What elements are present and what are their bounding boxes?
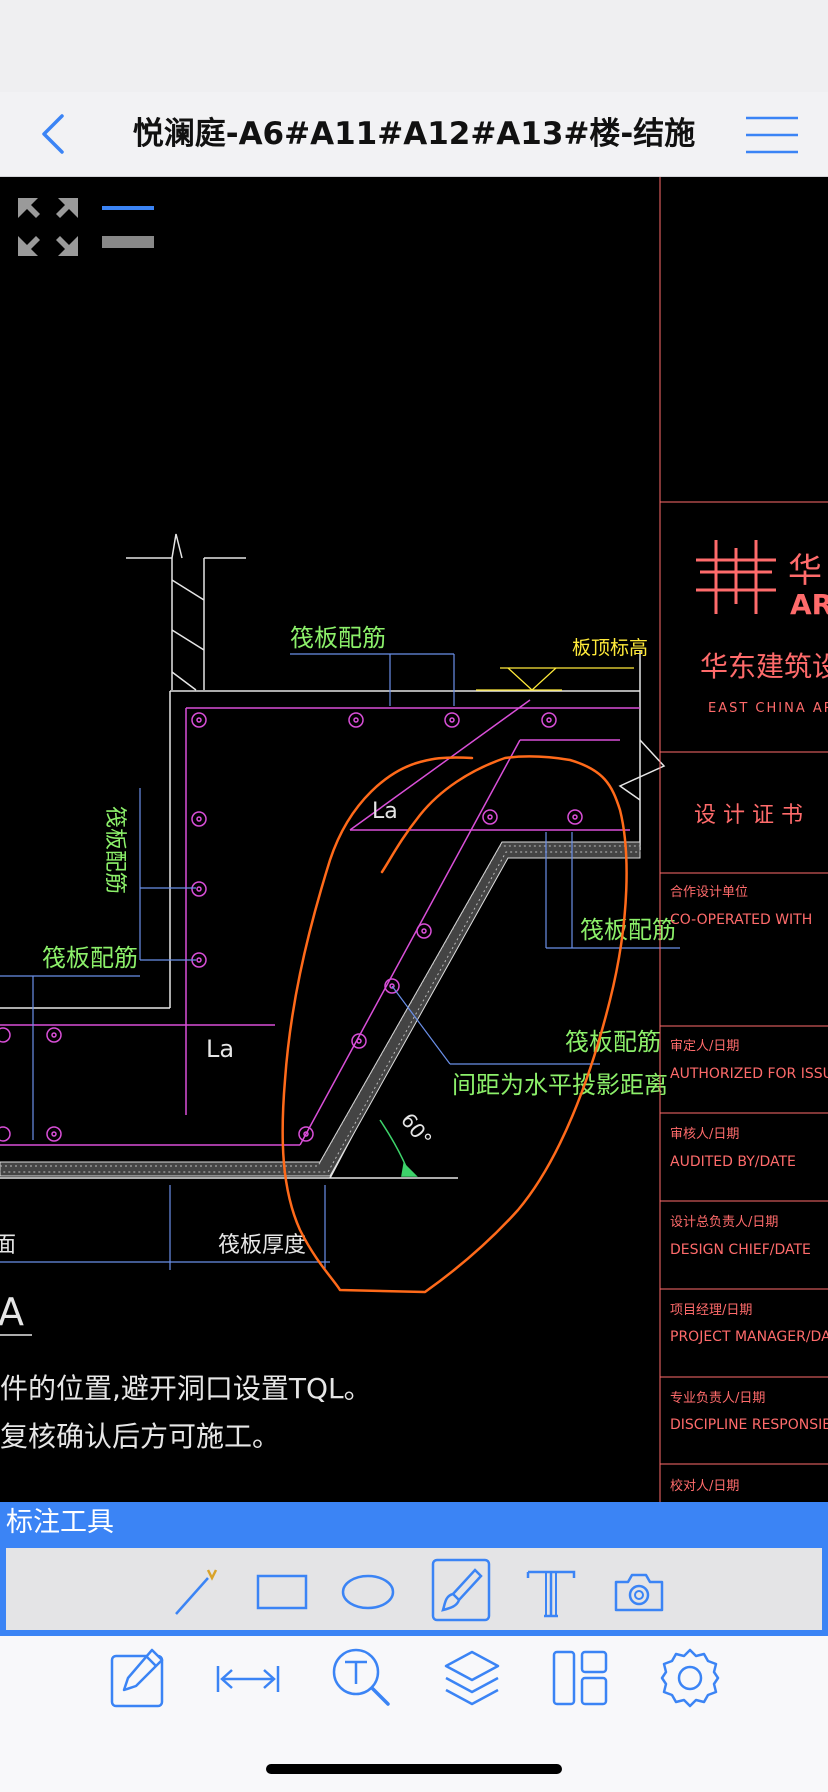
label-spacing-note: 间距为水平投影距离: [452, 1071, 668, 1099]
design-certificate: 设 计 证 书: [694, 803, 803, 828]
label-angle: 60°: [396, 1108, 437, 1151]
layers-icon[interactable]: [440, 1646, 504, 1710]
logo-letters: AR: [790, 588, 828, 621]
settings-gear-icon[interactable]: [658, 1646, 722, 1710]
logo-char: 华: [788, 551, 822, 591]
rebar-lines: [0, 699, 640, 1146]
fullscreen-icon[interactable]: [18, 198, 78, 256]
annotation-panel-title: 标注工具: [6, 1507, 114, 1538]
label-la-lower: La: [206, 1035, 234, 1063]
company-logo: [696, 540, 776, 614]
row-en-discipline: DISCIPLINE RESPONSIBLE BY/: [670, 1417, 828, 1433]
row-en-project-manager: PROJECT MANAGER/DATE: [670, 1329, 828, 1345]
elevation-mark: [476, 667, 634, 691]
company-name-en: EAST CHINA ARCHI: [708, 701, 828, 716]
back-chevron-icon[interactable]: [30, 110, 78, 158]
cad-labels: 筏板配筋 板顶标高 La 筏板配筋 筏板配筋 筏板配筋 筏板配筋 La 间距为水…: [0, 624, 676, 1453]
home-indicator[interactable]: [266, 1764, 562, 1774]
annotation-tool-panel: [0, 1544, 828, 1636]
row-cn-project-manager: 项目经理/日期: [670, 1303, 752, 1318]
row-en-design-chief: DESIGN CHIEF/DATE: [670, 1242, 811, 1258]
label-raft-rebar-left: 筏板配筋: [42, 944, 138, 972]
text-tool-icon[interactable]: [522, 1562, 580, 1620]
layer-toggle-icon[interactable]: [102, 206, 154, 248]
page-title: 悦澜庭-A6#A11#A12#A13#楼-结施: [132, 116, 696, 152]
annotation-panel-header: 标注工具: [0, 1502, 828, 1544]
row-cn-discipline: 专业负责人/日期: [670, 1391, 765, 1406]
row-en-cooperated: CO-OPERATED WITH: [670, 912, 812, 928]
cad-drawing-canvas[interactable]: 筏板配筋 板顶标高 La 筏板配筋 筏板配筋 筏板配筋 筏板配筋 La 间距为水…: [0, 177, 828, 1502]
text-search-icon[interactable]: [330, 1646, 394, 1710]
camera-icon[interactable]: [610, 1562, 668, 1620]
title-block: [659, 177, 828, 1502]
note-line-2: 复核确认后方可施工。: [0, 1420, 280, 1453]
label-la-upper: La: [372, 799, 398, 824]
company-name-cn: 华东建筑设计: [700, 650, 828, 683]
label-raft-rebar-right-lower: 筏板配筋: [565, 1028, 661, 1056]
label-raft-thickness: 筏板厚度: [218, 1233, 306, 1258]
edit-icon[interactable]: [106, 1646, 170, 1710]
brush-tool-icon[interactable]: [431, 1558, 491, 1622]
title-block-text: 华 AR 华东建筑设计 EAST CHINA ARCHI 设 计 证 书 合作设…: [670, 551, 828, 1494]
angle-mark: [379, 1119, 418, 1177]
annotation-tool-row: [6, 1548, 822, 1630]
row-en-audited: AUDITED BY/DATE: [670, 1154, 796, 1170]
menu-icon[interactable]: [744, 112, 800, 158]
label-raft-rebar-right-upper: 筏板配筋: [580, 916, 676, 944]
label-face-fragment: 面: [0, 1233, 16, 1258]
note-line-1: 件的位置,避开洞口设置TQL。: [0, 1372, 372, 1405]
label-slab-top-elev: 板顶标高: [572, 637, 648, 659]
navigation-bar: 悦澜庭-A6#A11#A12#A13#楼-结施: [0, 92, 828, 177]
leader-lines: [0, 653, 680, 1270]
concrete-blinding: [0, 841, 641, 1177]
row-cn-cooperated: 合作设计单位: [670, 885, 748, 900]
freehand-markup[interactable]: [281, 755, 628, 1294]
row-cn-design-chief: 设计总负责人/日期: [670, 1215, 778, 1230]
cad-drawing[interactable]: 筏板配筋 板顶标高 La 筏板配筋 筏板配筋 筏板配筋 筏板配筋 La 间距为水…: [0, 177, 828, 1502]
status-bar: [0, 0, 828, 92]
measure-distance-icon[interactable]: [216, 1646, 280, 1710]
row-en-authorized: AUTHORIZED FOR ISSUE BY/D: [670, 1066, 828, 1082]
label-raft-rebar-top: 筏板配筋: [290, 624, 386, 652]
section-mark: A: [0, 1290, 24, 1334]
wall-section: [126, 533, 246, 691]
row-cn-checker: 校对人/日期: [670, 1478, 739, 1494]
line-tool-icon[interactable]: [166, 1562, 224, 1620]
ellipse-tool-icon[interactable]: [338, 1562, 396, 1620]
layout-icon[interactable]: [548, 1646, 612, 1710]
label-raft-rebar-vertical: 筏板配筋: [102, 806, 127, 894]
row-cn-audited: 审核人/日期: [670, 1127, 739, 1142]
rectangle-tool-icon[interactable]: [252, 1562, 310, 1620]
row-cn-authorized: 审定人/日期: [670, 1039, 739, 1054]
